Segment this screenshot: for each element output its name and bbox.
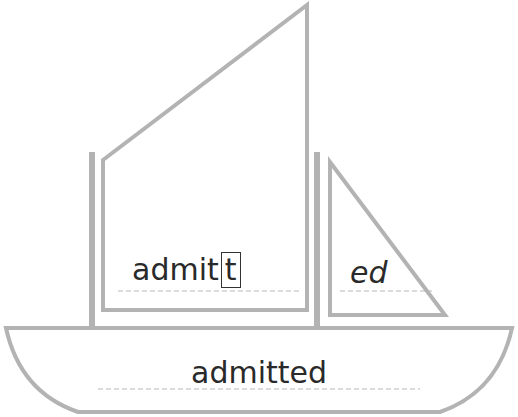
mast: [89, 152, 95, 329]
word-part: admitted: [191, 356, 327, 390]
sail: admitt: [100, 3, 310, 315]
word-part: admit: [132, 253, 219, 287]
letter-box: t: [221, 252, 241, 288]
word-part: t: [225, 253, 237, 287]
mast: [314, 152, 320, 329]
jib-sail-outline: [330, 162, 445, 315]
sail-outline: [103, 5, 307, 310]
jib-sail: ed: [328, 160, 448, 320]
writing-line: [118, 291, 300, 292]
jib-sail-outline: [328, 160, 448, 320]
hull: admitted: [0, 320, 518, 417]
writing-line: [340, 291, 432, 292]
word-part: ed: [350, 256, 388, 290]
hull-outline: [6, 328, 512, 412]
